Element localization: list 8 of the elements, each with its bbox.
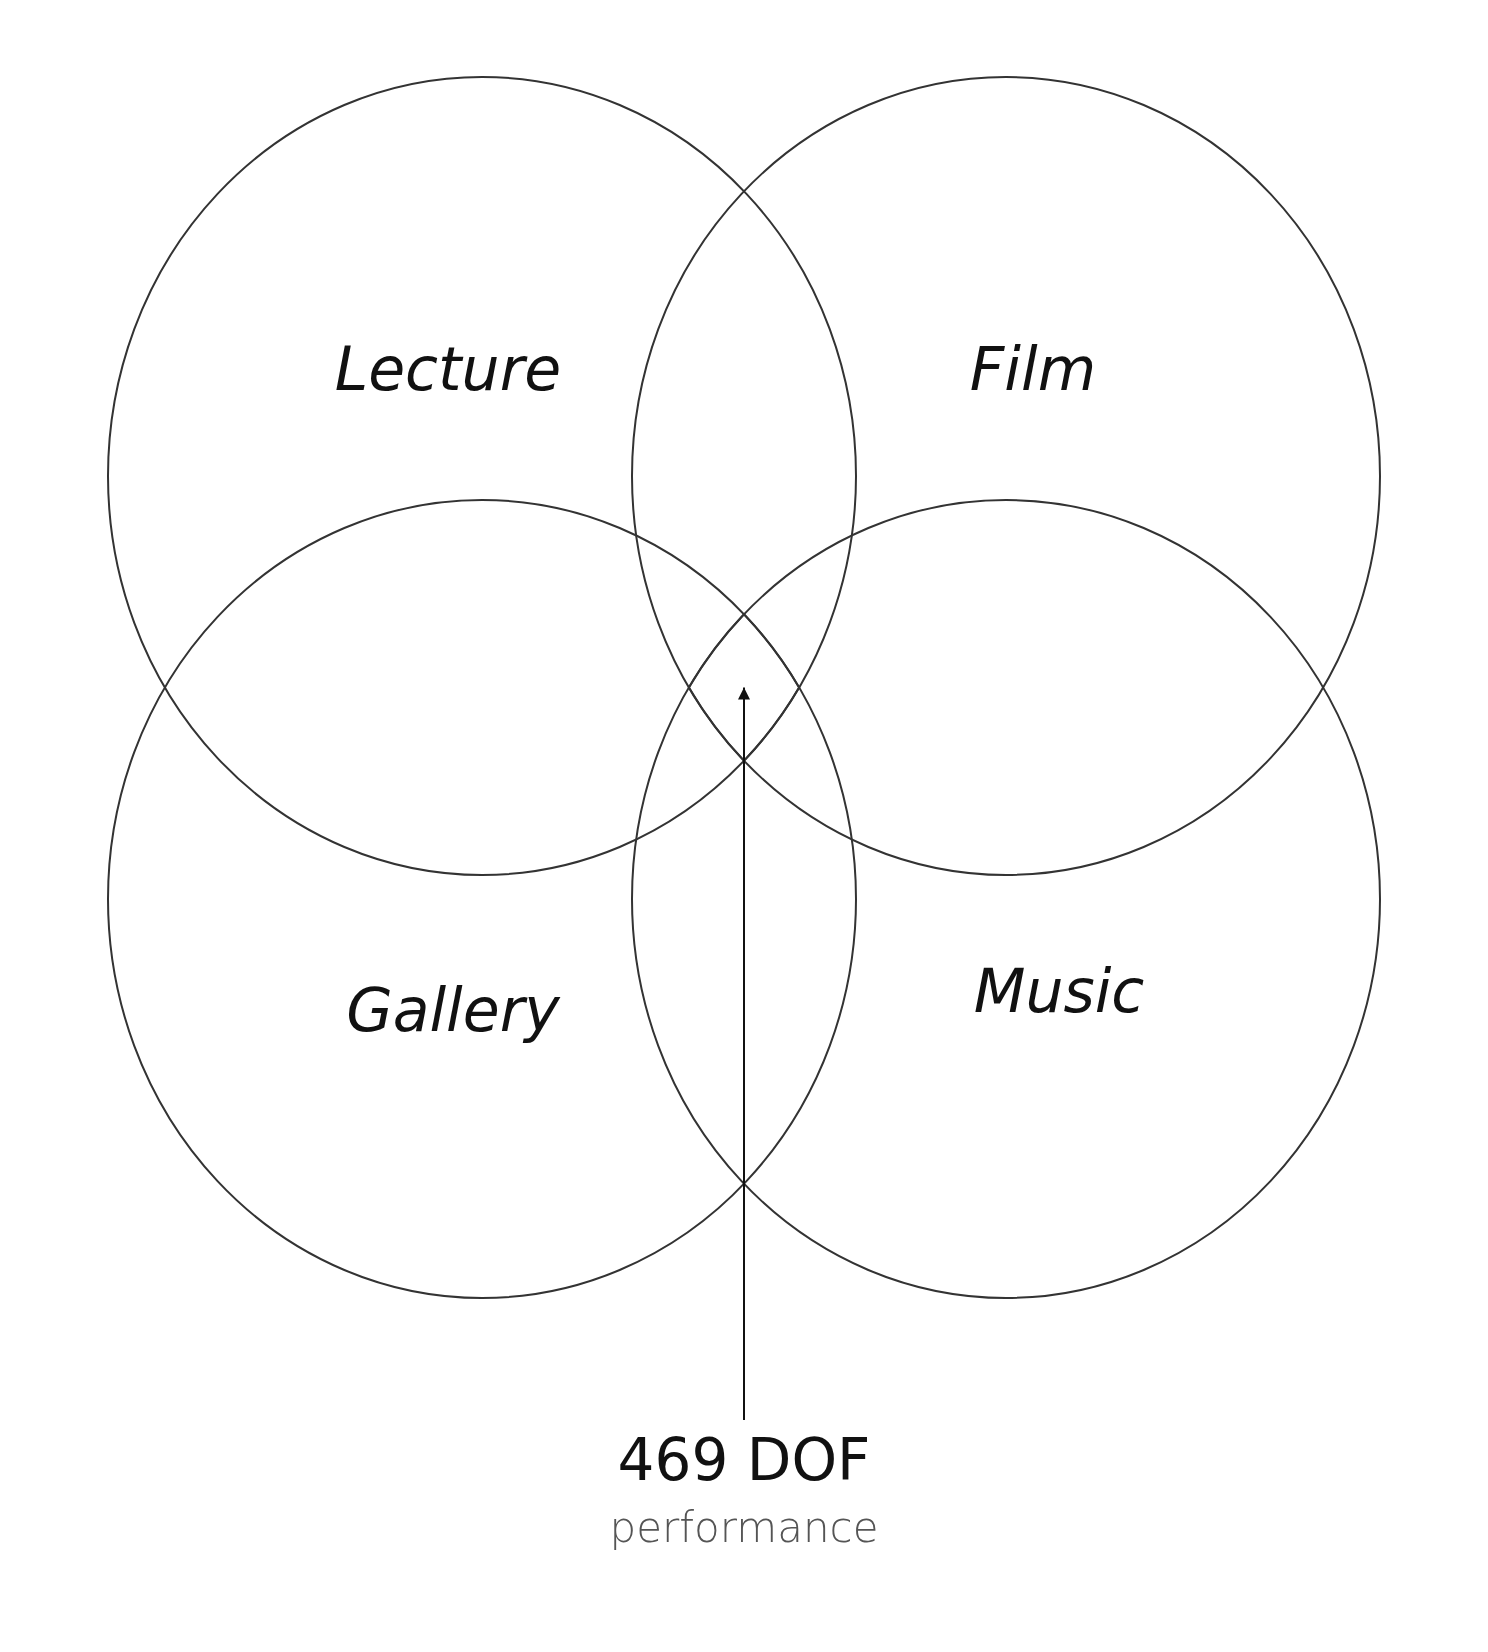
leader-arrow [738, 686, 750, 1421]
set-label: Music [973, 956, 1145, 1026]
callout-subtitle: performance [608, 1502, 880, 1554]
intersection-region [687, 613, 801, 762]
set-label: Gallery [346, 975, 560, 1045]
set-label: Lecture [334, 334, 562, 404]
set-label: Film [969, 334, 1097, 404]
callout-title: 469 DOF [616, 1425, 872, 1496]
